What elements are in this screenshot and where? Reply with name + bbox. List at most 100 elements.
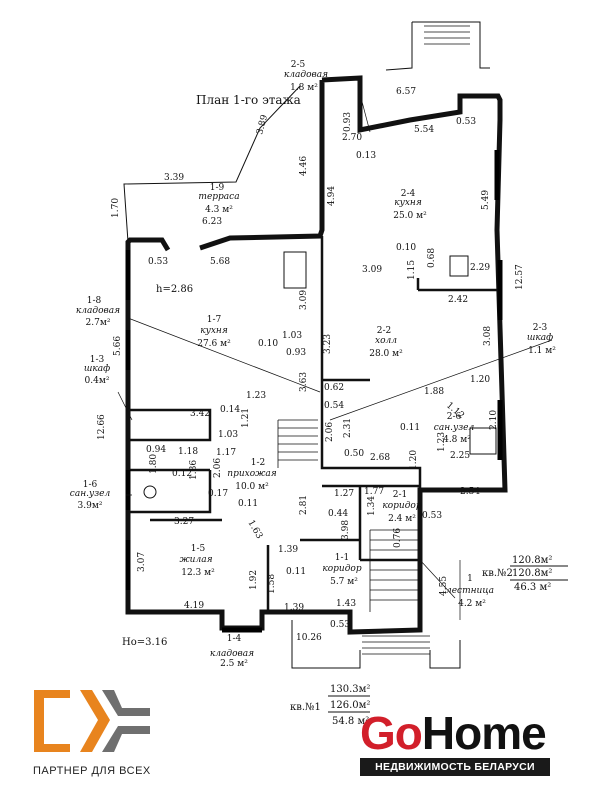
svg-text:2.5 м²: 2.5 м² xyxy=(220,659,248,669)
dim: 3.27 xyxy=(174,517,194,527)
svg-text:1: 1 xyxy=(467,574,473,584)
dim: 1.18 xyxy=(178,447,198,457)
dim: 2.42 xyxy=(448,295,468,305)
dim: 0.14 xyxy=(220,405,240,415)
svg-text:сан.узел: сан.узел xyxy=(70,489,111,499)
outer-wall xyxy=(125,75,508,635)
dim: 3.42 xyxy=(190,409,210,419)
dim: 0.10 xyxy=(258,339,278,349)
room-2-2: 2-2 холл 28.0 м² xyxy=(369,326,403,359)
dim: 4.46 xyxy=(299,156,309,176)
svg-text:54.8 м²: 54.8 м² xyxy=(332,716,369,727)
dim: 1.21 xyxy=(241,408,251,428)
dim: 2.31 xyxy=(343,418,353,438)
svg-text:25.0 м²: 25.0 м² xyxy=(393,211,427,221)
svg-text:2.4 м²: 2.4 м² xyxy=(388,514,416,524)
svg-text:шкаф: шкаф xyxy=(527,333,553,343)
room-2-1: 2-1 коридор 2.4 м² xyxy=(382,490,421,524)
dim: 2.10 xyxy=(489,410,499,430)
svg-text:сан.узел: сан.узел xyxy=(434,423,475,433)
svg-text:0.4м²: 0.4м² xyxy=(85,376,110,386)
brand-tagline: НЕДВИЖИМОСТЬ БЕЛАРУСИ xyxy=(360,758,550,776)
dim: 0.53 xyxy=(330,620,350,630)
dim: 4.19 xyxy=(184,601,204,611)
partner-logo xyxy=(34,690,150,752)
apartment-1-totals: 130.3м² кв.№1 126.0м² 54.8 м² xyxy=(290,684,370,727)
bath-icon xyxy=(469,427,497,455)
svg-text:кладовая: кладовая xyxy=(76,306,120,316)
svg-text:1.1 м²: 1.1 м² xyxy=(528,346,556,356)
dim: 1.39 xyxy=(278,545,298,555)
dim: 3.09 xyxy=(299,290,309,310)
balcony-outline xyxy=(385,21,490,71)
terrace-outline xyxy=(123,85,301,243)
dim: 2.25 xyxy=(450,451,470,461)
svg-text:1.8 м²: 1.8 м² xyxy=(290,83,318,93)
svg-text:1-7: 1-7 xyxy=(207,315,222,325)
dim: 0.62 xyxy=(324,383,344,393)
svg-text:126.0м²: 126.0м² xyxy=(330,700,370,711)
dim: 0.54 xyxy=(324,401,344,411)
svg-text:2-3: 2-3 xyxy=(533,323,548,333)
dim: 1.39 xyxy=(284,603,304,613)
dim: 0.11 xyxy=(400,423,420,433)
svg-text:коридор: коридор xyxy=(322,564,361,574)
ceiling-height-label: h=2.86 xyxy=(156,284,193,295)
toilet-icon xyxy=(143,485,157,499)
dim: 0.17 xyxy=(208,489,228,499)
dim: 2.06 xyxy=(325,422,335,442)
leader-lines xyxy=(117,93,553,620)
svg-text:3.9м²: 3.9м² xyxy=(78,501,103,511)
dim: 4.94 xyxy=(327,186,337,206)
plan-title: План 1-го этажа xyxy=(196,93,301,107)
svg-text:прихожая: прихожая xyxy=(227,469,276,479)
dim: 0.44 xyxy=(328,509,348,519)
dim: 6.23 xyxy=(202,217,222,227)
dim: 0.53 xyxy=(422,511,442,521)
dim: 1.17 xyxy=(216,448,236,458)
svg-text:2-5: 2-5 xyxy=(291,60,306,70)
dim: 0.10 xyxy=(396,243,416,253)
partner-caption: ПАРТНЕР ДЛЯ ВСЕХ xyxy=(33,765,151,777)
dim: 12.66 xyxy=(97,414,107,440)
dim: 5.49 xyxy=(481,190,491,210)
brand-home: Home xyxy=(421,707,547,759)
dim: 0.53 xyxy=(456,117,476,127)
dim: 10.26 xyxy=(296,633,322,643)
svg-text:120.8м²: 120.8м² xyxy=(512,555,552,566)
svg-text:кухня: кухня xyxy=(394,198,422,208)
dim: 0.11 xyxy=(286,567,306,577)
dim: 3.98 xyxy=(341,520,351,540)
svg-text:1-5: 1-5 xyxy=(191,544,206,554)
dim: 3.09 xyxy=(362,265,382,275)
svg-text:кухня: кухня xyxy=(200,326,228,336)
dim: 1.88 xyxy=(424,387,444,397)
dim: 1.77 xyxy=(364,487,384,497)
dim: 2.29 xyxy=(470,263,490,273)
dim: 5.66 xyxy=(113,336,123,356)
room-1-8: 1-8 кладовая 2.7м² xyxy=(76,296,120,328)
room-1-4: 1-4 кладовая 2.5 м² xyxy=(210,634,254,669)
svg-text:4.3 м²: 4.3 м² xyxy=(205,205,233,215)
svg-text:27.6 м²: 27.6 м² xyxy=(197,339,231,349)
svg-text:5.7 м²: 5.7 м² xyxy=(330,577,358,587)
dim: 1.80 xyxy=(149,454,159,474)
dim: 1.43 xyxy=(336,599,356,609)
svg-text:кв.№2: кв.№2 xyxy=(482,568,513,579)
fireplace-icon xyxy=(283,251,307,289)
room-2-5: 2-5 кладовая 1.8 м² xyxy=(284,60,328,93)
dim: 1.15 xyxy=(407,260,417,280)
svg-text:1-4: 1-4 xyxy=(227,634,242,644)
brand-go: Go xyxy=(360,707,423,759)
dim: 1.20 xyxy=(470,375,490,385)
room-2-4: 2-4 кухня 25.0 м² xyxy=(393,189,427,221)
svg-text:2-1: 2-1 xyxy=(393,490,408,500)
dim: 3.08 xyxy=(483,326,493,346)
svg-text:120.8м²: 120.8м² xyxy=(512,568,552,579)
svg-text:2-4: 2-4 xyxy=(401,189,416,199)
dim: 3.39 xyxy=(164,173,184,183)
dim: 5.68 xyxy=(210,257,230,267)
room-2-6: 2-6 сан.узел 4.8 м² xyxy=(434,412,475,445)
dim: 3.07 xyxy=(137,552,147,572)
